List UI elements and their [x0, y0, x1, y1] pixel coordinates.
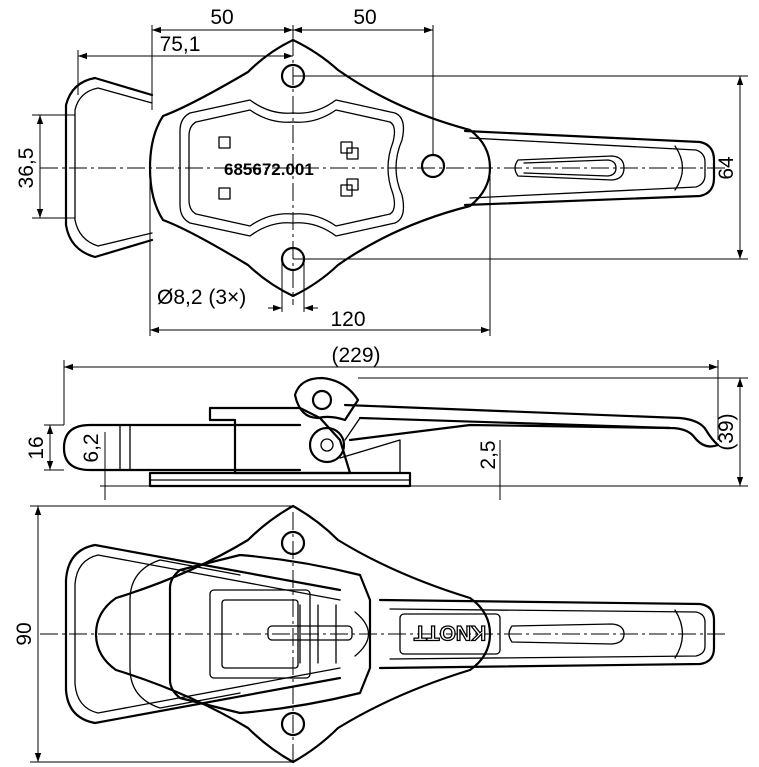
bail-loop-inner — [74, 87, 153, 247]
side-pivot-top — [311, 389, 333, 411]
dim-text-229: (229) — [331, 344, 380, 367]
dim-text-2-5: 2,5 — [477, 440, 500, 469]
plate-slot — [346, 178, 359, 191]
base-plate — [148, 38, 492, 298]
bottom-view: KNOTT 90 — [13, 504, 725, 764]
dim-text-75-1: 75,1 — [160, 33, 201, 56]
bottom-bail-inner — [74, 554, 341, 714]
dim-text-50-right: 50 — [353, 6, 376, 29]
side-handle — [343, 403, 720, 448]
dim-text-64: 64 — [715, 156, 738, 180]
side-pivot-main — [308, 426, 346, 464]
side-view: (229) 16 6,2 2,5 (39) — [25, 344, 748, 500]
bottom-brand-plate — [399, 613, 501, 655]
handle-lever — [463, 129, 716, 207]
side-handle-lower — [348, 423, 672, 442]
handle-lever-inner — [469, 137, 706, 199]
side-bracket — [339, 439, 401, 474]
bottom-mechanism — [209, 589, 311, 679]
part-number-stamp: 685672.001 — [224, 160, 314, 179]
dim-text-16: 16 — [25, 436, 48, 459]
dim-text-50-left: 50 — [210, 6, 233, 29]
top-view: 685672.001 50 50 75,1 36,5 64 — [15, 6, 748, 336]
bottom-housing — [168, 553, 372, 715]
bottom-handle — [378, 598, 716, 670]
bottom-handle-inner — [389, 608, 706, 660]
dim-text-6-2: 6,2 — [80, 433, 103, 462]
bottom-handle-tip — [674, 609, 684, 659]
handle-slot-inner — [523, 159, 617, 177]
handle-slot — [514, 155, 625, 181]
dim-text-90: 90 — [13, 622, 36, 645]
side-bail — [62, 423, 302, 472]
side-handle-link — [344, 417, 361, 441]
bottom-bail — [64, 543, 342, 725]
bottom-bail-inner2 — [129, 559, 241, 709]
brand-logo: KNOTT — [414, 621, 486, 644]
dim-text-39: (39) — [715, 413, 738, 450]
bottom-mechanism-inner — [221, 599, 299, 669]
plate-slot — [218, 187, 231, 200]
mounting-hole-right — [420, 153, 446, 179]
side-hook — [293, 376, 360, 422]
bail-loop — [64, 76, 154, 259]
bottom-handle-slot — [508, 623, 625, 645]
bottom-clevis — [354, 611, 370, 657]
plate-embossing-inner — [188, 109, 396, 227]
bottom-hole-top — [280, 530, 306, 556]
dim-text-hole-diameter: Ø8,2 (3×) — [157, 286, 246, 309]
plate-slot — [346, 147, 359, 160]
bottom-pin — [267, 625, 353, 641]
bottom-hole-bottom — [280, 711, 306, 737]
dim-text-120: 120 — [330, 308, 365, 331]
side-housing — [208, 406, 352, 475]
dim-text-36-5: 36,5 — [15, 148, 38, 189]
side-pivot-main-inner — [320, 438, 334, 452]
handle-tip — [674, 145, 684, 191]
plate-slot — [218, 136, 231, 149]
plate-embossing — [179, 99, 405, 237]
